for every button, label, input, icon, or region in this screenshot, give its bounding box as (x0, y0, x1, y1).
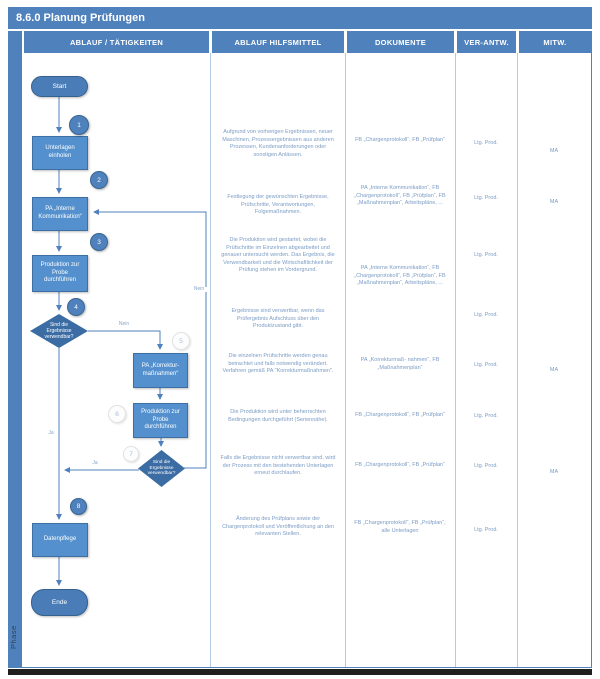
column-header-dokumente: DOKUMENTE (347, 31, 454, 53)
dokumente-note-5: PA „Korrekturmaß- nahmen“, FB „Maßnahmen… (360, 357, 440, 371)
flow-node-pa-korrekturmassnahmen: PA „Korrektur-maßnahmen“ (133, 353, 188, 388)
flow-node-start: Start (31, 76, 88, 97)
step-badge-6: 6 (108, 405, 126, 423)
dokumente-note-7: FB „Chargenprotokoll“, FB „Prüfplan“ (355, 462, 445, 468)
dokumente-note-2: PA „Interne Kommunikation“, FB „Chargenp… (354, 185, 446, 207)
edge-label-nein-2: Nein (188, 287, 210, 292)
mitw-2: MA (549, 199, 559, 205)
hilfsmittel-note-8: Änderung des Prüfplans sowie der Chargen… (222, 516, 334, 538)
column-divider-2 (345, 53, 346, 667)
bottom-bar (8, 669, 592, 675)
flow-node-unterlagen-einholen: Unterlagen einholen (32, 136, 88, 170)
column-divider-3 (455, 53, 456, 667)
flow-node-produktion-zur-probe-1: Produktion zur Probe durchführen (32, 255, 88, 292)
dokumente-note-1: FB „Chargenprotokoll“, FB „Prüfplan“ (355, 137, 445, 143)
verantw-3: Ltg. Prod. (474, 252, 498, 258)
column-divider-4 (517, 53, 518, 667)
flow-node-datenpflege: Datenpflege (32, 523, 88, 557)
verantw-1: Ltg. Prod. (474, 140, 498, 146)
step-badge-5: 5 (172, 332, 190, 350)
step-badge-4: 4 (67, 298, 85, 316)
verantw-6: Ltg. Prod. (474, 413, 498, 419)
verantw-2: Ltg. Prod. (474, 195, 498, 201)
column-header-verantw: VER-ANTW. (457, 31, 516, 53)
edge-label-ja-2: Ja (86, 461, 104, 466)
step-badge-2: 2 (90, 171, 108, 189)
phase-label: Phase (9, 625, 18, 649)
hilfsmittel-note-7: Falls die Ergebnisse nicht verwertbar si… (220, 455, 336, 477)
column-header-mitw: MITW. (519, 31, 591, 53)
step-badge-8: 8 (70, 498, 87, 515)
edge-label-ja-1: Ja (45, 431, 57, 436)
table-border-bottom (8, 667, 592, 668)
mitw-5: MA (549, 367, 559, 373)
verantw-5: Ltg. Prod. (474, 362, 498, 368)
flow-node-produktion-zur-probe-2: Produktion zur Probe durchführen (133, 403, 188, 438)
dokumente-note-8: FB „Chargenprotokoll“, FB „Prüfplan“, al… (354, 520, 446, 534)
edge-label-nein-1: Nein (112, 322, 136, 327)
hilfsmittel-note-6: Die Produktion wird unter beherrschten B… (228, 409, 328, 423)
hilfsmittel-note-3: Die Produktion wird gestartet, wobei die… (221, 237, 335, 274)
column-header-ablauf-hilfsmittel: ABLAUF HILFSMITTEL (212, 31, 344, 53)
step-badge-1: 1 (69, 115, 89, 135)
flow-node-pa-interne-kommunikation: PA „Interne Kommunikation“ (32, 197, 88, 231)
hilfsmittel-note-2: Festlegung der gewünschten Ergebnisse, P… (227, 194, 329, 216)
column-divider-1 (210, 53, 211, 667)
step-badge-3: 3 (90, 233, 108, 251)
dokumente-note-6: FB „Chargenprotokoll“, FB „Prüfplan“ (355, 412, 445, 418)
phase-strip-header (8, 31, 22, 53)
column-header-ablauf-taetigkeiten: ABLAUF / TÄTIGKEITEN (24, 31, 209, 53)
table-border-right (591, 31, 592, 668)
flow-decision-ergebnisse-verwendbar-2: Sind die Ergebnisse verwendbar? (138, 450, 185, 487)
phase-strip (8, 53, 22, 668)
mitw-1: MA (549, 148, 559, 154)
verantw-4: Ltg. Prod. (474, 312, 498, 318)
verantw-8: Ltg. Prod. (474, 527, 498, 533)
step-badge-7: 7 (123, 446, 139, 462)
dokumente-note-3: PA „Interne Kommunikation“, FB „Chargenp… (354, 265, 446, 287)
flow-decision-ergebnisse-verwendbar-1: Sind die Ergebnisse verwendbar? (30, 314, 88, 348)
page-title: 8.6.0 Planung Prüfungen (8, 7, 592, 29)
mitw-7: MA (549, 469, 559, 475)
hilfsmittel-note-4: Ergebnisse sind verwertbar, wenn das Prü… (231, 308, 325, 330)
hilfsmittel-note-1: Aufgrund von vorherigen Ergebnissen, neu… (222, 129, 334, 158)
verantw-7: Ltg. Prod. (474, 463, 498, 469)
hilfsmittel-note-5: Die einzelnen Prüfschritte werden genau … (222, 353, 334, 375)
flow-node-ende: Ende (31, 589, 88, 616)
